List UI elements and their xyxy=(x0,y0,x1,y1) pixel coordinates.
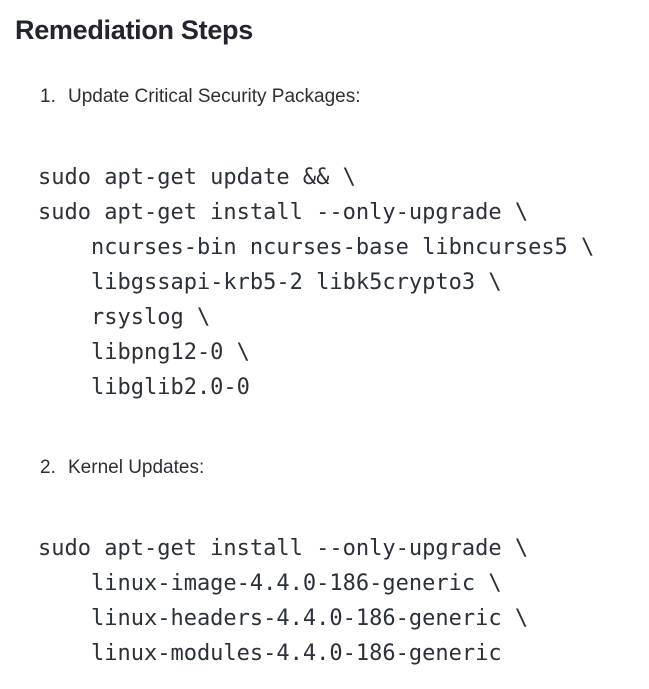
list-item-1-label: Update Critical Security Packages: xyxy=(68,86,361,107)
list-item-2: 2. Kernel Updates: xyxy=(40,455,629,480)
list-item-1: 1. Update Critical Security Packages: xyxy=(40,84,629,109)
list-item-1-number: 1. xyxy=(40,86,56,107)
page-title: Remediation Steps xyxy=(15,15,253,45)
list-item-2-number: 2. xyxy=(40,457,56,478)
list-item-2-label: Kernel Updates: xyxy=(68,457,205,478)
step-2: 2. Kernel Updates: sudo apt-get install … xyxy=(15,455,629,671)
code-block-security-packages: sudo apt-get update && \ sudo apt-get in… xyxy=(38,165,595,400)
code-block-kernel-updates: sudo apt-get install --only-upgrade \ li… xyxy=(38,536,529,666)
step-1: 1. Update Critical Security Packages: su… xyxy=(15,84,629,405)
